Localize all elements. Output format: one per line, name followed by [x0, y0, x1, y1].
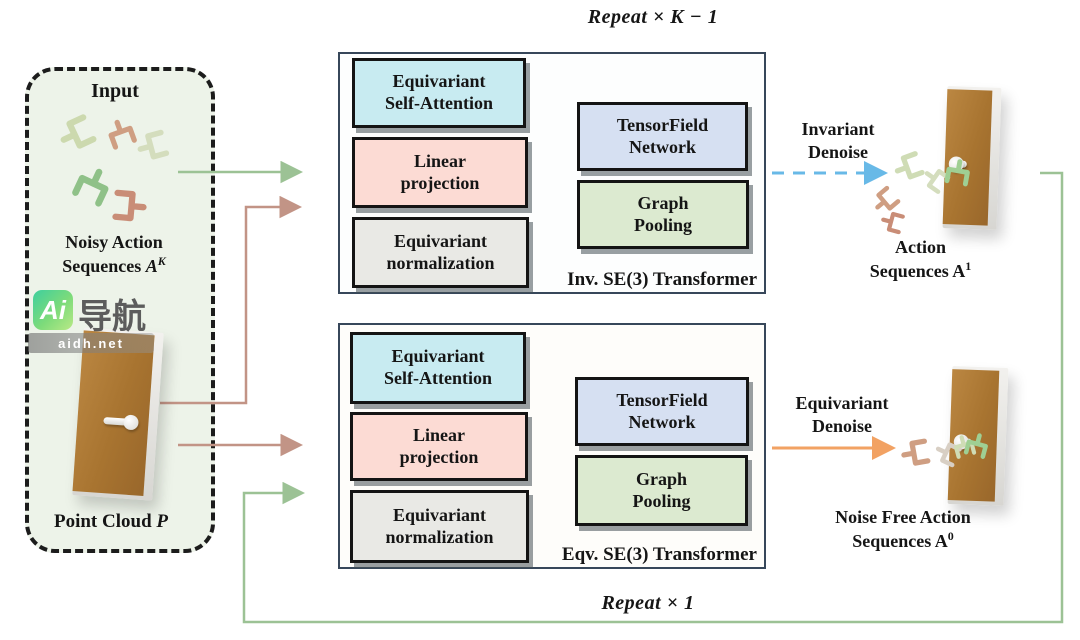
- gripper-icon: [949, 431, 978, 460]
- gripper-icon: [898, 436, 933, 471]
- noisy-action-line2: Sequences AK: [62, 254, 166, 277]
- noisy-action-line1: Noisy Action: [65, 232, 163, 252]
- gripper-icon: [961, 429, 993, 461]
- gripper-icon: [867, 183, 904, 220]
- gripper-icon: [877, 207, 906, 236]
- gripper-icon: [930, 436, 965, 471]
- input-title: Input: [91, 80, 139, 102]
- feedback-loop-line: [242, 171, 1064, 624]
- repeat-bottom-label: Repeat × 1: [601, 592, 695, 614]
- watermark-logo-icon: Ai: [33, 290, 73, 330]
- arrow-pointcloud-to-top-section: [160, 195, 302, 405]
- noisy-action-label: Noisy Action Sequences AK: [28, 231, 200, 279]
- gripper-icon: [889, 148, 927, 186]
- door-image: [72, 327, 164, 501]
- gripper-icon: [917, 161, 953, 197]
- repeat-top-label: Repeat × K − 1: [587, 6, 719, 28]
- gripper-icon: [68, 160, 118, 210]
- gripper-icon: [102, 114, 140, 152]
- watermark-domain: aidh.net: [28, 333, 154, 353]
- action-sequences-label: Action Sequences A1: [869, 237, 972, 282]
- gripper-icon: [52, 110, 100, 158]
- door-face: [72, 330, 155, 496]
- gripper-icon: [942, 156, 974, 188]
- noise-free-label: Noise Free Action Sequences A0: [835, 507, 971, 552]
- gripper-icon: [110, 186, 149, 225]
- watermark-brand: 导航: [78, 298, 146, 336]
- point-cloud-label: Point Cloud P: [53, 511, 169, 532]
- top-transformer-label: Inv. SE(3) Transformer: [567, 269, 757, 290]
- gripper-icon: [132, 126, 171, 165]
- bottom-transformer-label: Eqv. SE(3) Transformer: [561, 544, 757, 565]
